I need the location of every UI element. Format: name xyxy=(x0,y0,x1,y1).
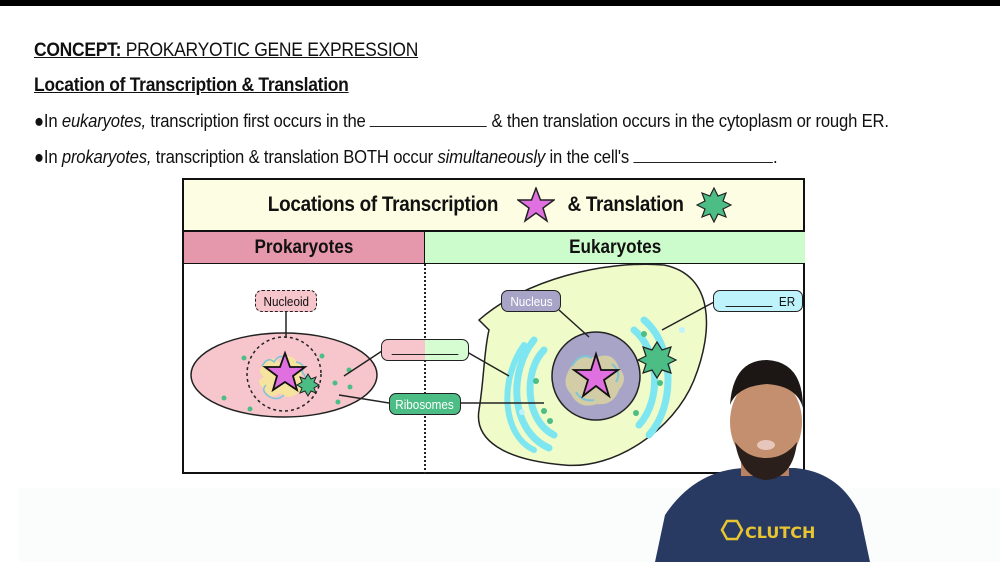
bullet-emphasis: prokaryotes, xyxy=(61,146,152,167)
er-label: ER xyxy=(713,290,803,312)
eight-point-star-icon xyxy=(696,187,732,223)
er-text: ER xyxy=(778,293,796,309)
prokaryote-cell xyxy=(190,332,378,418)
ribosomes-text: Ribosomes xyxy=(395,396,455,412)
bullet-text: . xyxy=(772,146,778,167)
bullet-emphasis: eukaryotes, xyxy=(61,110,146,131)
transcription-translation-diagram: Locations of Transcription & Translation… xyxy=(182,178,805,474)
bullet-prokaryotes: ●In prokaryotes, transcription & transla… xyxy=(34,146,778,168)
cytoplasm-blank-label xyxy=(381,339,469,361)
er-fill-in-blank[interactable] xyxy=(725,296,773,307)
nucleoid-label: Nucleoid xyxy=(255,290,317,312)
diagram-title-part2: & Translation xyxy=(567,193,684,216)
eukaryotes-title: Eukaryotes xyxy=(568,236,662,258)
section-subtitle: Location of Transcription & Translation xyxy=(34,75,349,96)
star-icon xyxy=(516,187,555,223)
fill-in-blank[interactable] xyxy=(633,148,773,163)
bullet-eukaryotes: ●In eukaryotes, transcription first occu… xyxy=(34,110,889,132)
cell-illustrations xyxy=(190,263,715,467)
diagram-title: Locations of Transcription & Translation xyxy=(184,180,803,232)
eukaryotes-header: Eukaryotes xyxy=(425,232,805,264)
bullet-text: in the cell's xyxy=(545,146,634,167)
bullet-dot: ● xyxy=(34,110,44,131)
eukaryote-cell xyxy=(477,263,708,467)
bullet-text: & then translation occurs in the cytopla… xyxy=(487,110,889,131)
column-divider xyxy=(424,264,426,474)
bullet-emphasis: simultaneously xyxy=(437,146,546,167)
cytoplasm-fill-in-blank[interactable] xyxy=(391,353,459,355)
bullet-text: transcription & translation BOTH occur xyxy=(151,146,438,167)
fill-in-blank[interactable] xyxy=(370,112,488,127)
nucleus-text: Nucleus xyxy=(509,293,553,309)
top-bar xyxy=(0,0,1000,6)
bullet-prefix: In xyxy=(43,146,62,167)
prokaryotes-header: Prokaryotes xyxy=(184,232,425,264)
ribosomes-label: Ribosomes xyxy=(389,393,461,415)
bullet-dot: ● xyxy=(34,146,44,167)
shirt-logo-text: CLUTCH xyxy=(745,523,815,542)
diagram-title-part1: Locations of Transcription xyxy=(267,193,499,216)
bullet-prefix: In xyxy=(43,110,62,131)
concept-title: PROKARYOTIC GENE EXPRESSION xyxy=(125,40,419,61)
prokaryotes-title: Prokaryotes xyxy=(254,236,354,258)
presenter-video: CLUTCH xyxy=(655,360,870,562)
bullet-text: transcription first occurs in the xyxy=(145,110,371,131)
nucleus-label: Nucleus xyxy=(501,290,561,312)
nucleoid-text: Nucleoid xyxy=(263,293,309,309)
concept-heading: CONCEPT: PROKARYOTIC GENE EXPRESSION xyxy=(34,40,418,62)
concept-label: CONCEPT: xyxy=(34,40,122,61)
